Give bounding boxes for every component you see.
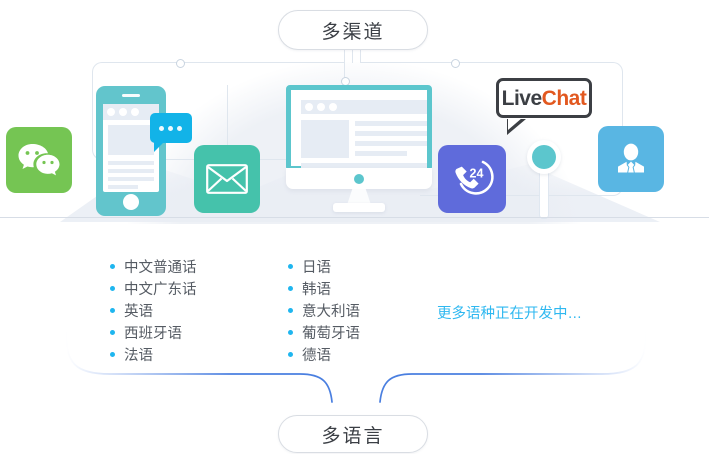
language-column-2: 日语 韩语 意大利语 葡萄牙语 德语 xyxy=(288,255,360,365)
livechat-logo-icon[interactable]: LiveChat xyxy=(496,78,592,135)
agent-person-icon xyxy=(598,126,664,192)
monitor-stand-base xyxy=(333,203,385,212)
chat-bubble-tail xyxy=(154,142,164,152)
language-label: 意大利语 xyxy=(302,303,360,320)
bullet-icon xyxy=(288,329,293,335)
language-label: 英语 xyxy=(124,303,153,320)
page-text-line xyxy=(355,131,427,136)
page-text-line xyxy=(301,163,427,168)
livechat-word-chat: Chat xyxy=(541,86,587,110)
envelope-icon xyxy=(194,145,260,213)
list-item: 中文广东话 xyxy=(110,277,197,299)
channel-tile-wechat[interactable] xyxy=(6,127,72,193)
channel-tile-web[interactable] xyxy=(286,85,432,212)
wechat-icon xyxy=(6,127,72,193)
monitor-led-icon xyxy=(354,174,364,184)
bullet-icon xyxy=(110,329,115,335)
multichannel-pill[interactable]: 多渠道 xyxy=(278,10,428,50)
bullet-icon xyxy=(288,285,293,291)
list-item: 韩语 xyxy=(288,277,360,299)
phone-content-image xyxy=(108,125,154,155)
language-brace xyxy=(65,331,647,403)
language-label: 西班牙语 xyxy=(124,325,182,342)
phone-content-line xyxy=(108,161,154,165)
multilanguage-pill[interactable]: 多语言 xyxy=(278,415,428,453)
channels-illustration: LiveChat 24 xyxy=(0,0,709,224)
channel-tile-hotline[interactable]: 24 xyxy=(438,145,506,213)
language-label: 中文普通话 xyxy=(124,259,197,276)
phone-app-dots xyxy=(103,104,159,120)
list-item: 法语 xyxy=(110,343,197,365)
connector-node-left xyxy=(176,59,185,68)
bullet-icon xyxy=(288,307,293,313)
phone-content-line xyxy=(108,177,154,181)
connector-vertical-center-a xyxy=(344,50,345,94)
map-pin-icon[interactable] xyxy=(527,140,561,218)
language-label: 法语 xyxy=(124,347,153,364)
page-text-line xyxy=(355,121,427,126)
connector-vertical-email xyxy=(227,85,228,147)
pin-head xyxy=(527,140,561,174)
bullet-icon xyxy=(110,285,115,291)
list-item: 日语 xyxy=(288,255,360,277)
phone-content-line xyxy=(108,185,138,189)
language-label: 韩语 xyxy=(302,281,331,298)
phone-24h-badge-text: 24 xyxy=(470,167,484,181)
phone-home-button[interactable] xyxy=(123,194,139,210)
language-label: 日语 xyxy=(302,259,331,276)
monitor-bezel xyxy=(286,85,432,171)
list-item: 中文普通话 xyxy=(110,255,197,277)
phone-24h-icon: 24 xyxy=(438,145,506,213)
list-item: 英语 xyxy=(110,299,197,321)
language-label: 德语 xyxy=(302,347,331,364)
livechat-word-live: Live xyxy=(501,86,543,110)
bullet-icon xyxy=(110,307,115,313)
list-item: 葡萄牙语 xyxy=(288,321,360,343)
livechat-wordmark: LiveChat xyxy=(502,88,587,109)
pin-stalk xyxy=(540,164,548,218)
list-item: 意大利语 xyxy=(288,299,360,321)
page-text-line xyxy=(355,151,407,156)
list-item: 德语 xyxy=(288,343,360,365)
pin-dot xyxy=(532,145,556,169)
connector-vertical-center-c xyxy=(360,50,361,63)
channel-tile-agent[interactable] xyxy=(598,126,664,192)
section-divider xyxy=(0,217,709,218)
channel-tile-email[interactable] xyxy=(194,145,260,213)
phone-speaker xyxy=(122,94,140,97)
bullet-icon xyxy=(110,351,115,357)
connector-node-right xyxy=(451,59,460,68)
multichannel-pill-label: 多渠道 xyxy=(321,21,385,43)
phone-screen xyxy=(103,104,159,192)
bullet-icon xyxy=(288,351,293,357)
bullet-icon xyxy=(110,263,115,269)
connector-vertical-center-b xyxy=(352,50,353,63)
livechat-tail-fill xyxy=(508,118,522,130)
bullet-icon xyxy=(288,263,293,269)
connector-horizontal-right xyxy=(360,62,540,63)
language-label: 中文广东话 xyxy=(124,281,197,298)
language-label: 葡萄牙语 xyxy=(302,325,360,342)
phone-content-line xyxy=(108,169,154,173)
page-image-block xyxy=(301,120,349,158)
connector-horizontal-left xyxy=(184,62,344,63)
browser-toolbar xyxy=(301,100,427,114)
more-languages-note: 更多语种正在开发中… xyxy=(437,306,582,322)
chat-bubble-icon[interactable] xyxy=(150,113,192,152)
list-item: 西班牙语 xyxy=(110,321,197,343)
monitor-chin xyxy=(286,168,432,189)
language-column-1: 中文普通话 中文广东话 英语 西班牙语 法语 xyxy=(110,255,197,365)
page-text-line xyxy=(355,141,427,146)
multilanguage-pill-label: 多语言 xyxy=(321,425,385,447)
monitor-stand-neck xyxy=(347,189,371,205)
